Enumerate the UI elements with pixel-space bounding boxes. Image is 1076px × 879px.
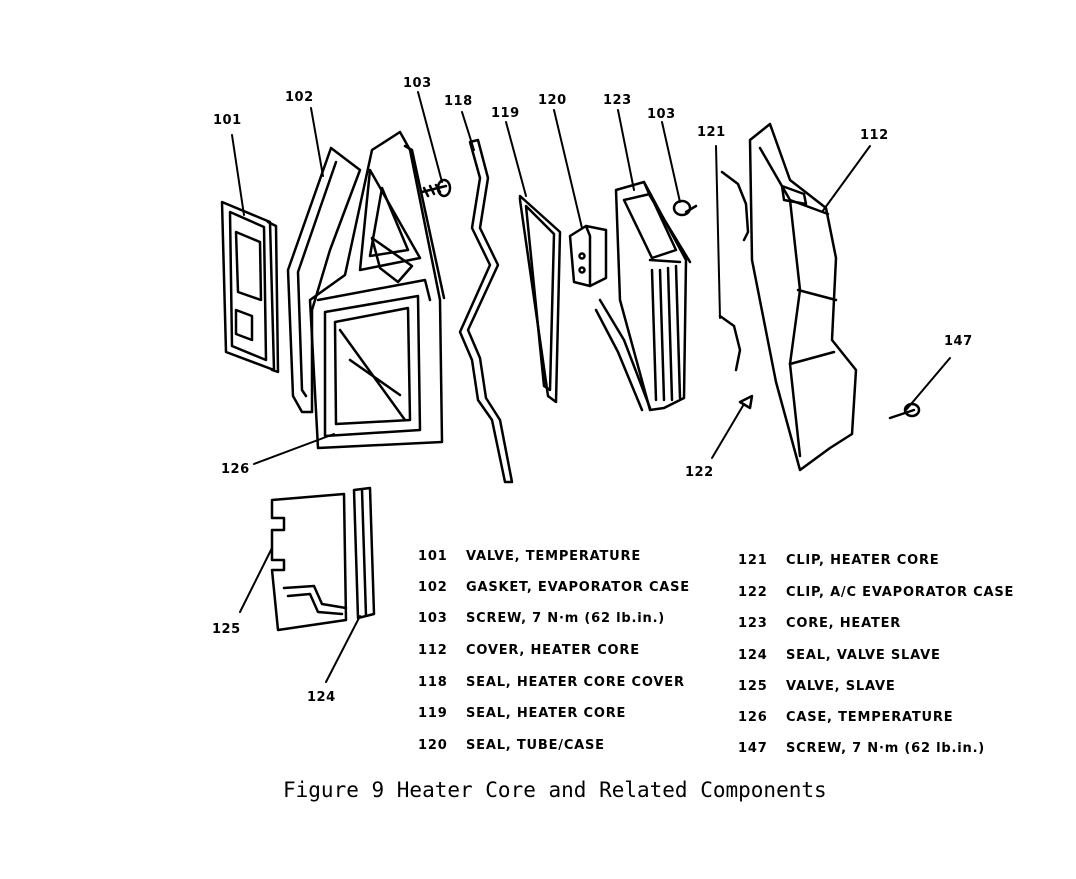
part-123-core-heater [594, 180, 692, 412]
legend-part-description: CASE, TEMPERATURE [786, 710, 954, 725]
legend-part-number: 118 [418, 675, 448, 690]
callout-118: 118 [444, 94, 473, 109]
callout-120: 120 [538, 93, 567, 108]
legend-part-number: 119 [418, 706, 448, 721]
part-118-seal-heater-core-cover [458, 138, 514, 484]
legend-part-description: CLIP, A/C EVAPORATOR CASE [786, 585, 1015, 600]
legend-row: 103 SCREW, 7 N·m (62 lb.in.) [418, 610, 665, 628]
callout-122: 122 [685, 465, 714, 480]
legend-part-number: 121 [738, 553, 768, 568]
legend-part-description: SEAL, HEATER CORE COVER [466, 675, 685, 690]
legend-part-description: SEAL, VALVE SLAVE [786, 648, 941, 663]
part-112-cover-heater-core [748, 122, 858, 472]
legend-part-number: 123 [738, 616, 768, 631]
callout-103-left: 103 [403, 76, 432, 91]
legend-row: 112 COVER, HEATER CORE [418, 642, 640, 660]
legend-part-description: COVER, HEATER CORE [466, 643, 640, 658]
callout-103-right: 103 [647, 107, 676, 122]
part-122-clip-ac-evaporator-case [738, 394, 754, 410]
legend-part-description: CLIP, HEATER CORE [786, 553, 940, 568]
part-121-clip-heater-core [718, 170, 750, 372]
legend-row: 147 SCREW, 7 N·m (62 lb.in.) [738, 740, 985, 758]
legend-row: 101 VALVE, TEMPERATURE [418, 548, 641, 566]
legend-row: 121 CLIP, HEATER CORE [738, 552, 939, 570]
legend-part-number: 103 [418, 611, 448, 626]
callout-112: 112 [860, 128, 889, 143]
legend-part-description: SEAL, HEATER CORE [466, 706, 627, 721]
part-147-screw [888, 402, 921, 420]
callout-124: 124 [307, 690, 336, 705]
legend-part-number: 147 [738, 741, 768, 756]
legend-part-description: CORE, HEATER [786, 616, 902, 631]
legend-part-number: 101 [418, 549, 448, 564]
callout-126: 126 [221, 462, 250, 477]
figure-caption: Figure 9 Heater Core and Related Compone… [283, 778, 827, 802]
part-102-gasket-evaporator-case [286, 146, 362, 414]
part-125-valve-slave [270, 492, 348, 632]
callout-101: 101 [213, 113, 242, 128]
part-101-valve-temperature [220, 200, 280, 374]
legend-row: 126 CASE, TEMPERATURE [738, 709, 953, 727]
legend-row: 122 CLIP, A/C EVAPORATOR CASE [738, 584, 1014, 602]
legend-part-description: SCREW, 7 N·m (62 lb.in.) [466, 611, 666, 626]
leader-lines [231, 91, 951, 683]
part-120-seal-tube-case [568, 224, 608, 288]
legend-part-description: VALVE, SLAVE [786, 679, 896, 694]
legend-row: 125 VALVE, SLAVE [738, 678, 896, 696]
legend-part-description: SEAL, TUBE/CASE [466, 738, 605, 753]
part-126-case-temperature [308, 130, 446, 450]
part-103-screw-right [672, 199, 698, 217]
part-124-seal-valve-slave [352, 486, 376, 620]
callout-123: 123 [603, 93, 632, 108]
legend-part-number: 102 [418, 580, 448, 595]
legend-part-number: 125 [738, 679, 768, 694]
legend-part-number: 126 [738, 710, 768, 725]
legend-part-number: 124 [738, 648, 768, 663]
legend-row: 102 GASKET, EVAPORATOR CASE [418, 579, 690, 597]
legend-row: 120 SEAL, TUBE/CASE [418, 737, 605, 755]
callout-102: 102 [285, 90, 314, 105]
part-119-seal-heater-core [518, 194, 562, 404]
legend-part-description: SCREW, 7 N·m (62 lb.in.) [786, 741, 986, 756]
legend-part-description: GASKET, EVAPORATOR CASE [466, 580, 690, 595]
legend-part-number: 112 [418, 643, 448, 658]
callout-121: 121 [697, 125, 726, 140]
callout-119: 119 [491, 106, 520, 121]
callout-labels: 101 102 103 118 119 120 123 103 121 112 … [212, 76, 973, 705]
legend-part-description: VALVE, TEMPERATURE [466, 549, 642, 564]
legend-part-number: 122 [738, 585, 768, 600]
callout-125: 125 [212, 622, 241, 637]
callout-147: 147 [944, 334, 973, 349]
legend-row: 119 SEAL, HEATER CORE [418, 705, 626, 723]
part-103-screw-left [420, 178, 452, 198]
legend-part-number: 120 [418, 738, 448, 753]
legend-row: 118 SEAL, HEATER CORE COVER [418, 674, 685, 692]
legend-row: 123 CORE, HEATER [738, 615, 901, 633]
legend-row: 124 SEAL, VALVE SLAVE [738, 647, 941, 665]
